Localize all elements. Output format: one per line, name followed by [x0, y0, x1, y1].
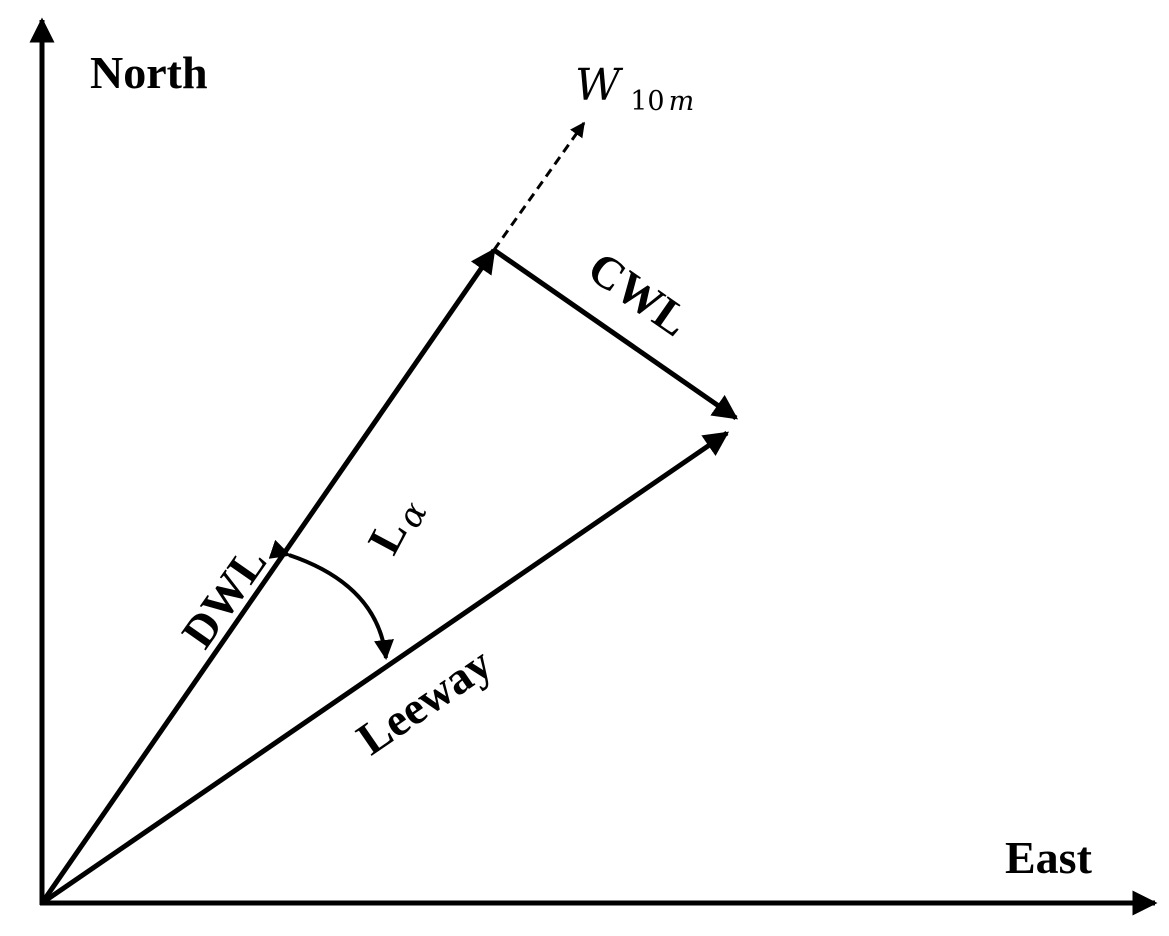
wind-subscript-unit: m — [669, 86, 695, 117]
cwl-label: CWL — [579, 242, 698, 347]
wind-symbol: W — [575, 60, 624, 111]
leeway-label: Leeway — [348, 637, 501, 764]
dwl-label: DWL — [172, 538, 277, 657]
wind-label: W 10 m — [575, 60, 694, 117]
leeway-vector — [40, 430, 730, 906]
svg-text:L α: L α — [357, 487, 436, 565]
dwl-vector — [39, 247, 497, 905]
cwl-vector — [492, 247, 739, 421]
wind-direction-line — [492, 121, 586, 251]
east-axis-label: East — [1005, 832, 1093, 883]
wind-subscript-number: 10 — [630, 86, 664, 117]
north-axis-label: North — [90, 47, 208, 98]
leeway-angle-label: L α — [357, 487, 436, 565]
leeway-angle-arc — [268, 539, 394, 660]
